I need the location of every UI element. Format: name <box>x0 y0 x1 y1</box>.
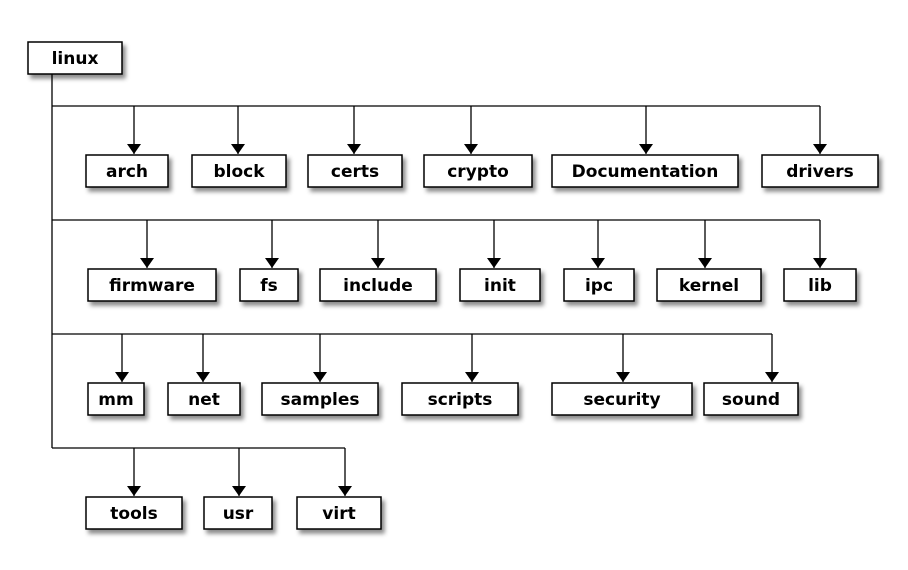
root-node-linux-label: linux <box>52 49 99 69</box>
node-kernel-label: kernel <box>679 276 739 296</box>
node-crypto-label: crypto <box>447 162 509 182</box>
node-kernel: kernel <box>656 268 762 302</box>
node-fs-label: fs <box>260 276 278 296</box>
node-ipc-label: ipc <box>585 276 613 296</box>
node-firmware: firmware <box>87 268 217 302</box>
node-drivers: drivers <box>761 154 879 188</box>
node-tools-box <box>85 496 183 530</box>
node-net: net <box>167 382 241 416</box>
node-lib-label: lib <box>808 276 832 296</box>
node-arch-label: arch <box>106 162 148 182</box>
node-block-label: block <box>213 162 265 182</box>
node-usr: usr <box>203 496 273 530</box>
node-drivers-label: drivers <box>786 162 854 182</box>
node-virt: virt <box>296 496 382 530</box>
node-security-box <box>551 382 693 416</box>
node-certs-label: certs <box>331 162 379 182</box>
node-scripts: scripts <box>401 382 519 416</box>
node-fs: fs <box>239 268 299 302</box>
node-kernel-box <box>656 268 762 302</box>
tree-nodes: linux arch block certs crypto Documentation dr… <box>27 41 879 530</box>
node-sound: sound <box>703 382 799 416</box>
node-ipc-box <box>563 268 635 302</box>
node-init-box <box>459 268 541 302</box>
node-mm-label: mm <box>98 390 133 410</box>
node-include-label: include <box>343 276 413 296</box>
node-samples-box <box>261 382 379 416</box>
node-lib-box <box>783 268 857 302</box>
node-certs: certs <box>307 154 403 188</box>
root-node-linux: linux <box>27 41 123 75</box>
node-mm: mm <box>87 382 145 416</box>
node-mm-box <box>87 382 145 416</box>
node-sound-label: sound <box>722 390 780 410</box>
node-ipc: ipc <box>563 268 635 302</box>
node-crypto: crypto <box>423 154 533 188</box>
node-tools-label: tools <box>110 504 157 524</box>
node-crypto-box <box>423 154 533 188</box>
node-arch: arch <box>85 154 169 188</box>
node-samples-label: samples <box>281 390 360 410</box>
node-virt-label: virt <box>322 504 355 524</box>
node-scripts-label: scripts <box>428 390 493 410</box>
node-lib: lib <box>783 268 857 302</box>
node-certs-box <box>307 154 403 188</box>
node-tools: tools <box>85 496 183 530</box>
node-include-box <box>319 268 437 302</box>
node-security: security <box>551 382 693 416</box>
node-firmware-box <box>87 268 217 302</box>
node-documentation-box <box>551 154 739 188</box>
node-drivers-box <box>761 154 879 188</box>
connector-lines <box>51 74 827 496</box>
node-fs-box <box>239 268 299 302</box>
node-init: init <box>459 268 541 302</box>
root-node-linux-box <box>27 41 123 75</box>
node-samples: samples <box>261 382 379 416</box>
node-documentation-label: Documentation <box>572 162 719 182</box>
node-documentation: Documentation <box>551 154 739 188</box>
node-security-label: security <box>583 390 660 410</box>
node-include: include <box>319 268 437 302</box>
node-init-label: init <box>484 276 516 296</box>
node-net-label: net <box>188 390 220 410</box>
node-usr-label: usr <box>223 504 254 524</box>
node-block: block <box>191 154 287 188</box>
node-scripts-box <box>401 382 519 416</box>
node-arch-box <box>85 154 169 188</box>
node-sound-box <box>703 382 799 416</box>
node-block-box <box>191 154 287 188</box>
node-usr-box <box>203 496 273 530</box>
node-net-box <box>167 382 241 416</box>
node-virt-box <box>296 496 382 530</box>
node-firmware-label: firmware <box>109 276 195 296</box>
